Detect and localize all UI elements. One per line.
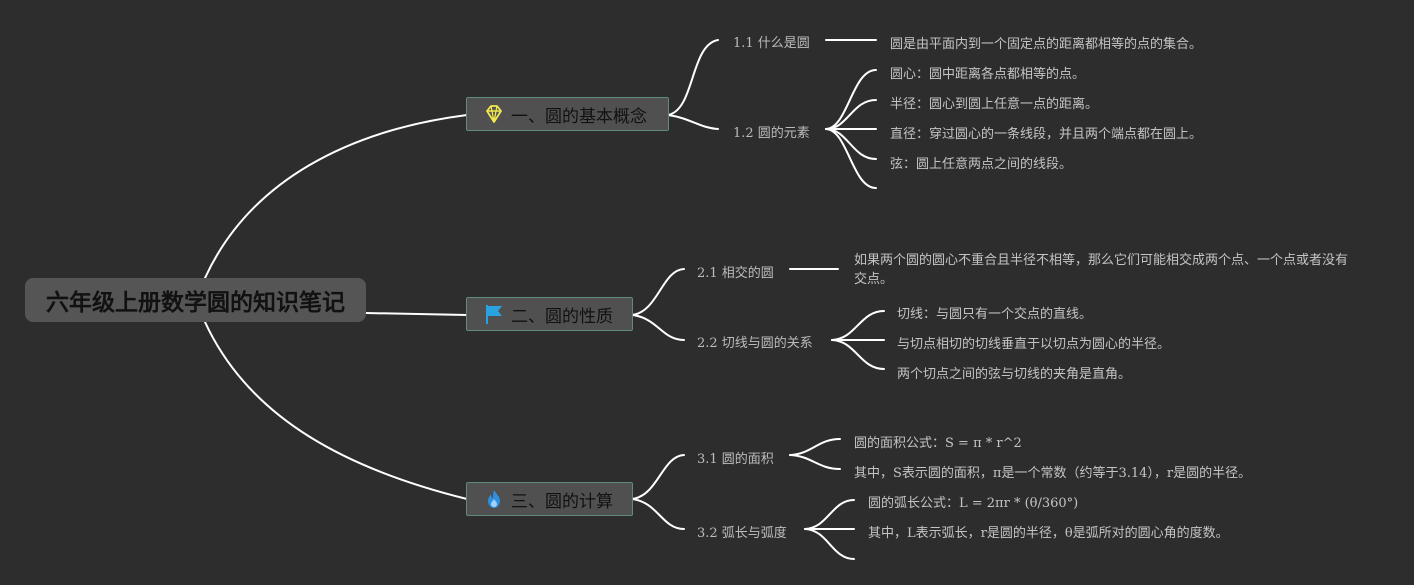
link-s12-leaf2 xyxy=(825,99,877,130)
branch-1-node[interactable]: 一、圆的基本概念 xyxy=(466,97,669,131)
flame-icon xyxy=(488,490,500,508)
link-s31-leaf1 xyxy=(789,438,841,456)
subtopic-1-1[interactable]: 1.1 什么是圆 xyxy=(733,36,810,51)
leaf-3-1-2[interactable]: 其中，S表示圆的面积，π是一个常数（约等于3.14），r是圆的半径。 xyxy=(854,466,1252,481)
link-s32-leaf3 xyxy=(804,528,855,560)
branch-1-title: 一、圆的基本概念 xyxy=(511,106,647,127)
link-root-branch-1 xyxy=(204,114,468,279)
subtopic-1-2[interactable]: 1.2 圆的元素 xyxy=(733,126,810,141)
branch-3-node[interactable]: 三、圆的计算 xyxy=(466,482,633,516)
leaf-1-2-3[interactable]: 直径：穿过圆心的一条线段，并且两个端点都在圆上。 xyxy=(890,127,1203,142)
leaf-1-2-1[interactable]: 圆心：圆中距离各点都相等的点。 xyxy=(890,67,1086,82)
link-root-branch-3 xyxy=(204,321,468,500)
leaf-3-2-1[interactable]: 圆的弧长公式：L = 2πr * (θ/360°) xyxy=(868,496,1079,511)
branch-2-title: 二、圆的性质 xyxy=(511,306,613,327)
link-s31-leaf2 xyxy=(789,454,841,470)
link-b3-sub1 xyxy=(631,454,685,500)
link-s22-leaf3 xyxy=(831,339,885,370)
leaf-2-2-2[interactable]: 与切点相切的切线垂直于以切点为圆心的半径。 xyxy=(897,337,1171,352)
subtopic-3-2[interactable]: 3.2 弧长与弧度 xyxy=(697,526,787,541)
link-root-branch-2 xyxy=(365,312,468,316)
subtopic-2-1[interactable]: 2.1 相交的圆 xyxy=(697,266,774,281)
subtopic-2-2[interactable]: 2.2 切线与圆的关系 xyxy=(697,336,813,351)
link-b3-sub2 xyxy=(631,498,685,530)
root-topic[interactable]: 六年级上册数学圆的知识笔记 xyxy=(25,278,366,322)
diamond-icon xyxy=(486,105,502,123)
flag-icon xyxy=(486,305,502,324)
leaf-2-2-3[interactable]: 两个切点之间的弦与切线的夹角是直角。 xyxy=(897,367,1132,382)
link-b1-sub2 xyxy=(667,114,719,130)
branch-2-node[interactable]: 二、圆的性质 xyxy=(466,297,633,331)
subtopic-3-1[interactable]: 3.1 圆的面积 xyxy=(697,452,774,467)
link-s22-leaf1 xyxy=(831,310,885,341)
leaf-2-1-1[interactable]: 如果两个圆的圆心不重合且半径不相等，那么它们可能相交成两个点、一个点或者没有交点… xyxy=(854,253,1349,287)
link-s12-leaf1 xyxy=(825,69,877,130)
leaf-3-1-1[interactable]: 圆的面积公式：S = π * r^2 xyxy=(854,436,1022,451)
branch-3-title: 三、圆的计算 xyxy=(511,491,613,512)
link-b1-sub1 xyxy=(667,39,719,116)
link-s12-leaf4 xyxy=(825,128,877,160)
link-b2-sub1 xyxy=(631,268,685,316)
leaf-2-2-1[interactable]: 切线：与圆只有一个交点的直线。 xyxy=(897,307,1093,322)
leaf-3-2-2[interactable]: 其中，L表示弧长，r是圆的半径，θ是弧所对的圆心角的度数。 xyxy=(868,526,1229,541)
leaf-1-1-1[interactable]: 圆是由平面内到一个固定点的距离都相等的点的集合。 xyxy=(890,37,1203,52)
leaf-1-2-4[interactable]: 弦：圆上任意两点之间的线段。 xyxy=(890,157,1073,172)
link-s12-leaf5 xyxy=(825,128,877,189)
root-title: 六年级上册数学圆的知识笔记 xyxy=(46,290,345,316)
link-s32-leaf1 xyxy=(804,499,855,530)
leaf-1-2-2[interactable]: 半径：圆心到圆上任意一点的距离。 xyxy=(890,97,1099,112)
link-b2-sub2 xyxy=(631,314,685,341)
